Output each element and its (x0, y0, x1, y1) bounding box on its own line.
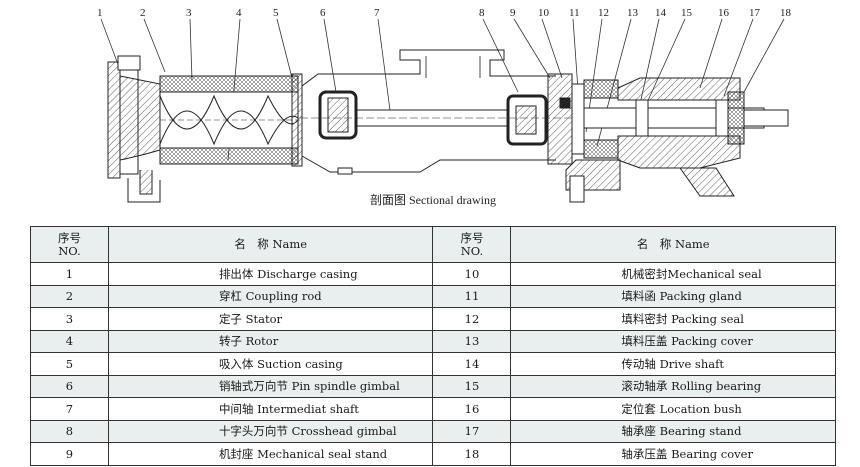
callout-2: 2 (140, 7, 146, 19)
part-name: 机械密封Mechanical seal (510, 262, 836, 286)
callout-1: 1 (97, 7, 103, 19)
callout-5: 5 (273, 7, 279, 19)
intermediate-shaft (300, 109, 760, 127)
col-header-no-cn-2: 序号 (460, 230, 484, 245)
part-name: 传动轴 Drive shaft (510, 352, 836, 376)
callout-8: 8 (479, 7, 485, 19)
col-header-no-en: NO. (58, 243, 81, 258)
part-no: 12 (432, 307, 512, 331)
part-name: 中间轴 Intermediat shaft (107, 397, 434, 421)
part-no: 18 (432, 442, 512, 466)
table-row: 4 转子 Rotor 13 填料压盖 Packing cover (30, 329, 836, 353)
part-name: 机封座 Mechanical seal stand (107, 442, 434, 466)
part-name: 定位套 Location bush (510, 397, 836, 421)
col-header-no-en-2: NO. (460, 243, 484, 258)
table-row: 1 排出体 Discharge casing 10 机械密封Mechanical… (30, 262, 836, 286)
part-name: 十字头万向节 Crosshead gimbal (107, 419, 434, 443)
callout-15: 15 (681, 7, 693, 19)
drive-shaft (583, 107, 789, 129)
table-row: 3 定子 Stator 12 填料密封 Packing seal (30, 307, 836, 331)
part-no: 16 (432, 397, 512, 421)
table-row: 8 十字头万向节 Crosshead gimbal 17 轴承座 Bearing… (30, 419, 836, 443)
part-no: 6 (30, 374, 109, 398)
part-name: 转子 Rotor (107, 329, 434, 353)
part-name: 填料密封 Packing seal (510, 307, 836, 331)
callout-3: 3 (186, 7, 192, 19)
figure-caption: 剖面图 Sectional drawing (370, 193, 496, 207)
col-header-name-2: 名 称 Name (510, 226, 836, 263)
part-name: 穿杠 Coupling rod (107, 284, 434, 308)
callout-14: 14 (655, 7, 667, 19)
mechanical-seal-stand (547, 73, 585, 165)
rotor (159, 94, 300, 146)
pin-spindle-gimbal (318, 90, 358, 140)
part-name: 吸入体 Suction casing (107, 352, 434, 376)
table-row: 7 中间轴 Intermediat shaft 16 定位套 Location … (30, 397, 836, 421)
part-no: 4 (30, 329, 109, 353)
callout-13: 13 (627, 7, 639, 19)
table-row: 9 机封座 Mechanical seal stand 18 轴承压盖 Bear… (30, 442, 836, 466)
part-name: 排出体 Discharge casing (107, 262, 434, 286)
callout-17: 17 (749, 7, 761, 19)
part-no: 10 (432, 262, 512, 286)
callout-11: 11 (569, 7, 580, 19)
part-no: 9 (30, 442, 109, 466)
crosshead-gimbal (506, 94, 548, 146)
discharge-casing (107, 55, 161, 203)
part-no: 1 (30, 262, 109, 286)
part-no: 2 (30, 284, 109, 308)
part-name: 销轴式万向节 Pin spindle gimbal (107, 374, 434, 398)
callout-12: 12 (598, 7, 609, 19)
sectional-drawing: 1 2 3 4 5 6 7 8 9 10 11 12 13 14 15 16 1… (97, 7, 792, 207)
col-header-name: 名 称 Name (107, 226, 434, 263)
table-row: 6 销轴式万向节 Pin spindle gimbal 15 滚动轴承 Roll… (30, 374, 836, 398)
table-row: 2 穿杠 Coupling rod 11 填料函 Packing gland (30, 284, 836, 308)
part-no: 17 (432, 419, 512, 443)
part-name: 轴承压盖 Bearing cover (510, 442, 836, 466)
part-no: 5 (30, 352, 109, 376)
part-no: 7 (30, 397, 109, 421)
part-name: 填料函 Packing gland (510, 284, 836, 308)
part-no: 11 (432, 284, 512, 308)
col-header-no-cn: 序号 (57, 230, 81, 245)
callout-18: 18 (780, 7, 792, 19)
callout-6: 6 (320, 7, 326, 19)
part-name: 定子 Stator (107, 307, 434, 331)
part-no: 14 (432, 352, 512, 376)
part-no: 13 (432, 329, 512, 353)
part-no: 8 (30, 419, 109, 443)
bearing-housing (617, 77, 745, 197)
suction-casing (291, 49, 556, 175)
table-row: 5 吸入体 Suction casing 14 传动轴 Drive shaft (30, 352, 836, 376)
callout-10: 10 (538, 7, 550, 19)
packing-assembly (565, 79, 621, 203)
part-name: 轴承座 Bearing stand (510, 419, 836, 443)
callout-7: 7 (374, 7, 380, 19)
part-name: 填料压盖 Packing cover (510, 329, 836, 353)
part-no: 15 (432, 374, 512, 398)
part-name: 滚动轴承 Rolling bearing (510, 374, 836, 398)
callout-16: 16 (718, 7, 730, 19)
part-no: 3 (30, 307, 109, 331)
callout-9: 9 (510, 7, 516, 19)
callout-4: 4 (236, 7, 242, 19)
